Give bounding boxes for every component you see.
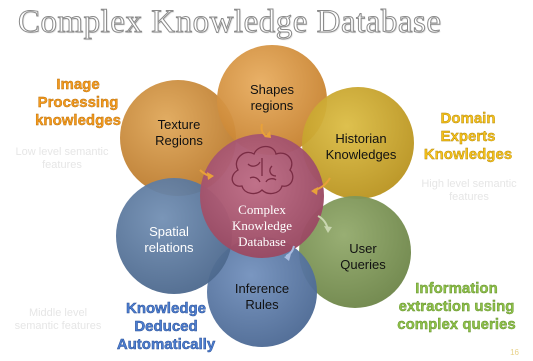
arrowhead-user	[324, 226, 332, 233]
petal-shapes	[217, 45, 327, 155]
page-number: 16	[510, 348, 519, 357]
center-circle	[200, 134, 324, 258]
sub-low-level: Low level semantic features	[15, 146, 109, 171]
heading-knowledge-deduced: Knowledge Deduced Automatically	[116, 300, 216, 354]
arrow-shapes	[260, 123, 267, 137]
arrowhead-inference	[284, 254, 291, 261]
petal-texture	[120, 80, 236, 196]
label-spatial: Spatial relations	[144, 224, 194, 255]
petal-historian	[302, 87, 414, 199]
arrow-inference	[285, 245, 295, 257]
heading-image-processing: Image Processing knowledges	[35, 76, 121, 129]
label-user: User Queries	[340, 241, 386, 272]
arrowhead-shapes	[264, 131, 271, 138]
arrowhead-historian	[311, 187, 318, 195]
brain-icon	[231, 145, 294, 195]
petal-inference	[207, 237, 317, 347]
heading-information-extraction: Information extraction using complex que…	[397, 280, 516, 333]
label-texture: Texture Regions	[155, 117, 203, 148]
page-title: Complex Knowledge Database	[18, 4, 442, 41]
label-historian: Historian Knowledges	[325, 131, 397, 162]
arrowhead-texture	[207, 172, 214, 180]
label-shapes: Shapes regions	[249, 82, 295, 113]
sub-middle-level: Middle level semantic features	[14, 307, 102, 332]
label-inference: Inference Rules	[234, 281, 290, 312]
heading-domain-experts: Domain Experts Knowledges	[423, 110, 513, 163]
center-label: Complex Knowledge Database	[232, 202, 292, 249]
sub-high-level: High level semantic features	[421, 178, 517, 203]
